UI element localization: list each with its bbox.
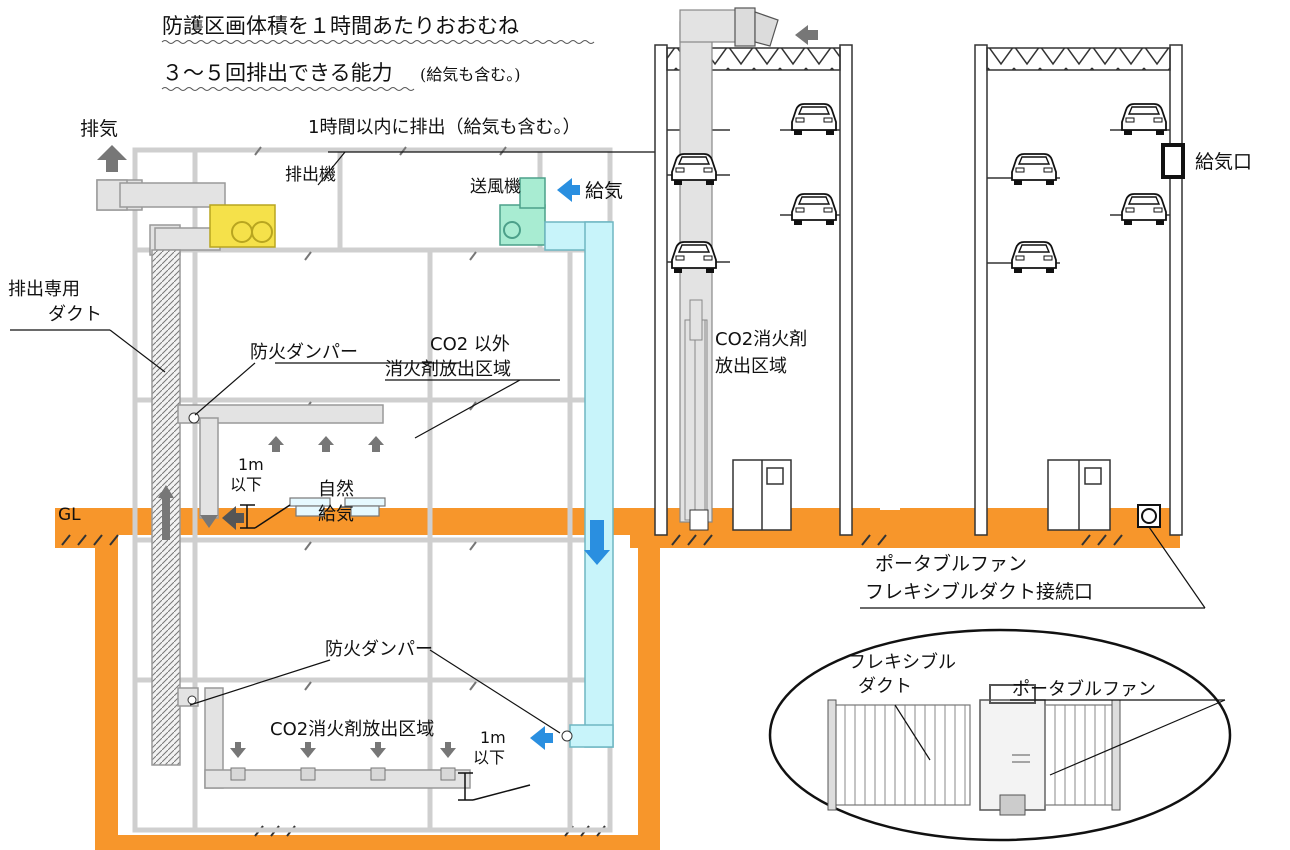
exhaust-label: 排気 <box>80 118 118 140</box>
non-co2-zone-label-1: CO2 以外 <box>430 334 510 355</box>
natural-supply-label-2: 給気 <box>318 504 354 525</box>
exhaust-fan <box>209 204 276 248</box>
exhaust-fan-label: 排出機 <box>285 165 336 185</box>
inset-labels: フレキシブル ダクト ポータブルファン <box>848 651 1156 700</box>
car-icon <box>791 103 837 135</box>
car-icon <box>1011 153 1057 185</box>
dedicated-duct-label-1: 排出専用 <box>8 279 80 300</box>
height-upper-unit: 以下 <box>230 475 262 494</box>
car-icon <box>791 193 837 225</box>
car-icon <box>1121 193 1167 225</box>
car-icon <box>671 241 717 273</box>
arrow-up-icon <box>97 145 174 540</box>
car-icon <box>1121 103 1167 135</box>
fire-damper-upper-label: 防火ダンパー <box>250 342 358 363</box>
upper-vents <box>200 436 384 528</box>
dedicated-duct-label-2: ダクト <box>48 304 102 325</box>
header-line1: 防護区画体積を１時間あたりおおむね <box>162 14 519 38</box>
arrow-left-icon <box>222 178 580 750</box>
left-labels: 排気 1時間以内に排出（給気も含む。） 排出機 送風機 給気 排出専用 ダクト … <box>8 117 623 767</box>
supply-fan-label: 送風機 <box>470 177 521 197</box>
cars <box>671 103 1167 273</box>
leader-lines <box>10 151 658 734</box>
middle-co2-label-2: 放出区域 <box>715 356 787 377</box>
car-icon <box>671 153 717 185</box>
header-line2: ３～５回排出できる能力 <box>162 61 393 85</box>
portable-label-1: ポータブルファン <box>875 552 1027 575</box>
right-labels: 給気口 ポータブルファン フレキシブルダクト接続口 <box>865 151 1252 603</box>
fire-damper-lower-label: 防火ダンパー <box>325 639 433 660</box>
inset-portable-fan: ポータブルファン <box>1012 678 1156 700</box>
height-lower-unit: 以下 <box>473 748 505 767</box>
non-co2-zone-label-2: 消火剤放出区域 <box>385 359 511 380</box>
natural-supply-vents <box>289 497 386 517</box>
middle-building <box>654 7 853 536</box>
arrow-down-icon <box>230 520 610 781</box>
supply-fan <box>499 177 546 246</box>
header-line2-note: (給気も含む。) <box>420 65 521 84</box>
discharge-time-label: 1時間以内に排出（給気も含む。） <box>308 117 580 138</box>
portable-label-2: フレキシブルダクト接続口 <box>865 580 1093 603</box>
supply-duct <box>544 221 614 748</box>
car-icon <box>1011 241 1057 273</box>
ground <box>55 498 1180 850</box>
portable-fan-inset <box>768 628 1232 842</box>
middle-labels: CO2消火剤 放出区域 <box>715 329 807 377</box>
dimension-marks <box>240 504 531 801</box>
inset-flex-duct-2: ダクト <box>858 676 912 697</box>
supply-label: 給気 <box>585 180 623 202</box>
supply-inlet-label: 給気口 <box>1195 151 1252 173</box>
exhaust-duct <box>96 179 471 789</box>
inset-flex-duct-1: フレキシブル <box>848 651 956 673</box>
height-upper-value: 1m <box>238 455 264 474</box>
natural-supply-label-1: 自然 <box>318 479 354 500</box>
middle-co2-label-1: CO2消火剤 <box>715 329 807 350</box>
gl-label: GL <box>58 505 81 525</box>
co2-zone-lower-label: CO2消火剤放出区域 <box>270 719 434 740</box>
height-lower-value: 1m <box>480 728 506 747</box>
header-text: 防護区画体積を１時間あたりおおむね ３～５回排出できる能力 (給気も含む。) <box>161 14 595 91</box>
